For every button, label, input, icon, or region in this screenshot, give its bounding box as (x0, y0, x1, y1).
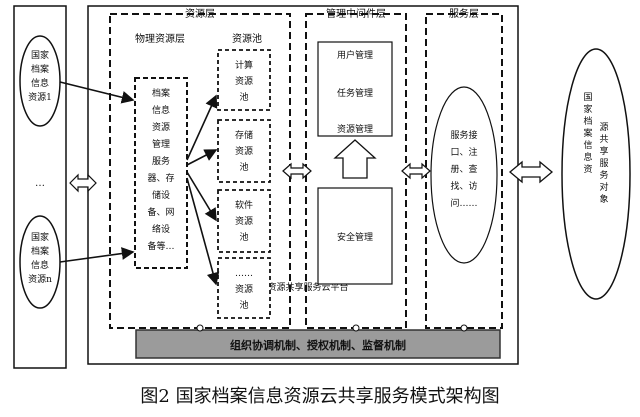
pool-software-box (217, 189, 271, 253)
service-users-char: 享 (599, 145, 608, 157)
source-n-line: 信息 (31, 259, 49, 271)
pool-line: 存储 (235, 129, 253, 141)
double-arrow-middleware-service (401, 162, 431, 180)
service-users-char: 家 (583, 103, 592, 115)
physical-resource-line: 络设 (152, 223, 170, 235)
pool-line: 计算 (235, 59, 253, 71)
user-management: 用户管理 (337, 49, 373, 61)
middleware-layer-title: 管理中间件层 (326, 7, 386, 20)
connector-dot-1 (196, 324, 204, 332)
connector-dot-2 (352, 324, 360, 332)
pool-line: 资源 (235, 76, 253, 87)
pool-line: 资源 (235, 284, 253, 295)
source-1-line: 信息 (31, 77, 49, 89)
service-text: 服务接口、注册、查找、访问…… (450, 129, 477, 209)
physical-resource-line: 管理 (152, 138, 170, 150)
physical-resource-box (134, 77, 188, 269)
source-1-line: 档案 (31, 63, 49, 75)
pool-line: …… (235, 269, 253, 279)
service-line: 口、注 (450, 146, 477, 158)
resource-management: 资源管理 (337, 123, 373, 135)
service-users-char: 对 (599, 181, 608, 193)
physical-to-pool-arrows (186, 94, 220, 286)
pool-line: 资源 (235, 216, 253, 227)
physical-resource-line: 备、网 (147, 206, 174, 218)
physical-resource-line: 资源 (152, 122, 170, 133)
pool-title: 资源池 (232, 32, 262, 45)
service-line: 册、查 (450, 163, 477, 175)
service-users-char: 务 (599, 169, 608, 181)
resource-layer-title: 资源层 (185, 7, 215, 20)
pool-line: 池 (239, 231, 248, 243)
pool-line: 池 (239, 91, 248, 103)
service-line: 找、访 (450, 180, 477, 192)
service-users-char: 服 (599, 158, 608, 169)
physical-resource-text: 档案信息资源管理服务器、存储设备、网络设备等… (147, 87, 174, 252)
double-arrow-resource-middleware (282, 162, 312, 180)
pool-storage-box (217, 119, 271, 183)
source-ellipsis: … (35, 178, 45, 189)
physical-resource-line: 储设 (152, 189, 170, 201)
service-users-char: 象 (599, 193, 608, 205)
mechanism-bar (135, 329, 501, 359)
service-ellipse (430, 86, 498, 264)
service-users-char: 资 (583, 164, 592, 175)
up-hollow-arrow (333, 139, 377, 179)
source-n-line: 档案 (31, 245, 49, 257)
double-arrow-source-platform (69, 173, 97, 193)
service-users-char: 信 (583, 139, 592, 151)
security-management: 安全管理 (337, 231, 373, 243)
pool-other-box (217, 257, 271, 319)
source-1-line: 国家 (31, 49, 49, 61)
pool-line: 池 (239, 161, 248, 173)
source-to-physical-arrows (59, 81, 135, 263)
service-users-char: 档 (583, 115, 592, 127)
security-management-box (317, 187, 393, 285)
service-users-ellipse (561, 48, 631, 300)
connector-dot-3 (460, 324, 468, 332)
service-users-char: 息 (583, 151, 592, 163)
physical-layer-title: 物理资源层 (135, 32, 185, 45)
service-users-char: 源 (599, 122, 608, 133)
service-users-char: 共 (599, 134, 608, 145)
source-1-line: 资源1 (28, 92, 52, 103)
source-n-line: 国家 (31, 231, 49, 243)
source-ellipse-1 (19, 35, 61, 127)
physical-resource-line: 信息 (152, 104, 170, 116)
pool-line: 资源 (235, 146, 253, 157)
physical-resource-line: 服务 (152, 155, 170, 167)
management-box (317, 41, 393, 137)
service-layer-title: 服务层 (449, 7, 479, 20)
source-n-line: 资源n (28, 274, 52, 285)
mechanism-label: 组织协调机制、授权机制、监督机制 (230, 338, 406, 352)
service-line: 问…… (450, 197, 477, 209)
double-arrow-service-users (508, 160, 554, 184)
figure-caption: 图2 国家档案信息资源云共享服务模式架构图 (140, 386, 500, 407)
task-management: 任务管理 (337, 87, 373, 99)
service-line: 服务接 (450, 129, 477, 141)
service-users-char: 国 (583, 92, 592, 103)
pool-line: 池 (239, 299, 248, 311)
pool-compute-box (217, 49, 271, 111)
service-users-char: 案 (583, 127, 592, 139)
physical-resource-line: 器、存 (147, 172, 174, 184)
physical-resource-line: 备等… (147, 240, 174, 252)
pool-line: 软件 (235, 199, 253, 211)
physical-resource-line: 档案 (152, 87, 170, 99)
